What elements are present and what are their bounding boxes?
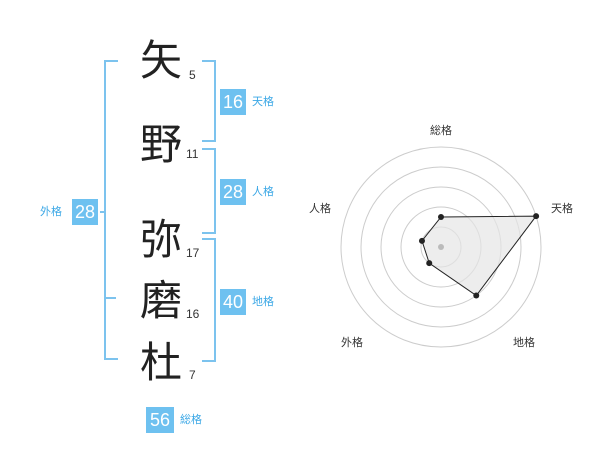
stroke-count-5: 7 <box>189 368 196 382</box>
jinkaku-bracket <box>202 148 216 234</box>
radar-axis-label-chikaku: 地格 <box>513 335 535 349</box>
radar-point-1 <box>438 214 444 220</box>
tenkaku-bracket <box>202 60 216 142</box>
radar-point-5 <box>418 237 425 244</box>
radar-point-2 <box>533 213 540 220</box>
name-char-2: 野 <box>140 120 183 169</box>
name-char-1: 矢 <box>140 36 183 85</box>
radar-point-4 <box>426 260 433 267</box>
radar-axis-label-jinkaku: 人格 <box>309 201 331 215</box>
stroke-count-2: 11 <box>186 147 199 161</box>
chikaku-badge: 40 <box>220 289 246 315</box>
jinkaku-badge: 28 <box>220 179 246 205</box>
gaikaku-badge: 28 <box>72 199 98 225</box>
stroke-count-1: 5 <box>189 68 196 82</box>
radar-point-3 <box>473 292 480 299</box>
radar-area <box>421 215 538 297</box>
name-char-5: 杜 <box>140 338 183 387</box>
gaikaku-connector <box>100 211 106 213</box>
radar-ring-5 <box>340 146 542 348</box>
gaikaku-label: 外格 <box>40 205 62 218</box>
jinkaku-label: 人格 <box>252 185 274 198</box>
radar-center-dot <box>438 244 444 250</box>
gaikaku-bracket-mid-tick <box>104 297 116 299</box>
tenkaku-badge: 16 <box>220 89 246 115</box>
chikaku-bracket <box>202 238 216 362</box>
radar-axis-label-tenkaku: 天格 <box>551 201 573 215</box>
stroke-count-4: 16 <box>186 307 200 321</box>
gaikaku-bracket <box>104 60 118 360</box>
stroke-count-3: 17 <box>186 246 200 260</box>
name-char-3: 弥 <box>140 215 183 264</box>
tenkaku-label: 天格 <box>252 95 274 108</box>
soukaku-badge: 56 <box>146 407 174 433</box>
radar-points <box>418 213 540 299</box>
radar-axis-label-soukaku: 総格 <box>430 123 452 137</box>
radar-ring-4 <box>360 166 522 328</box>
name-char-4: 磨 <box>140 276 183 325</box>
radar-axis-label-gaikaku: 外格 <box>341 335 363 349</box>
chikaku-label: 地格 <box>252 295 274 308</box>
soukaku-label: 総格 <box>180 413 202 426</box>
